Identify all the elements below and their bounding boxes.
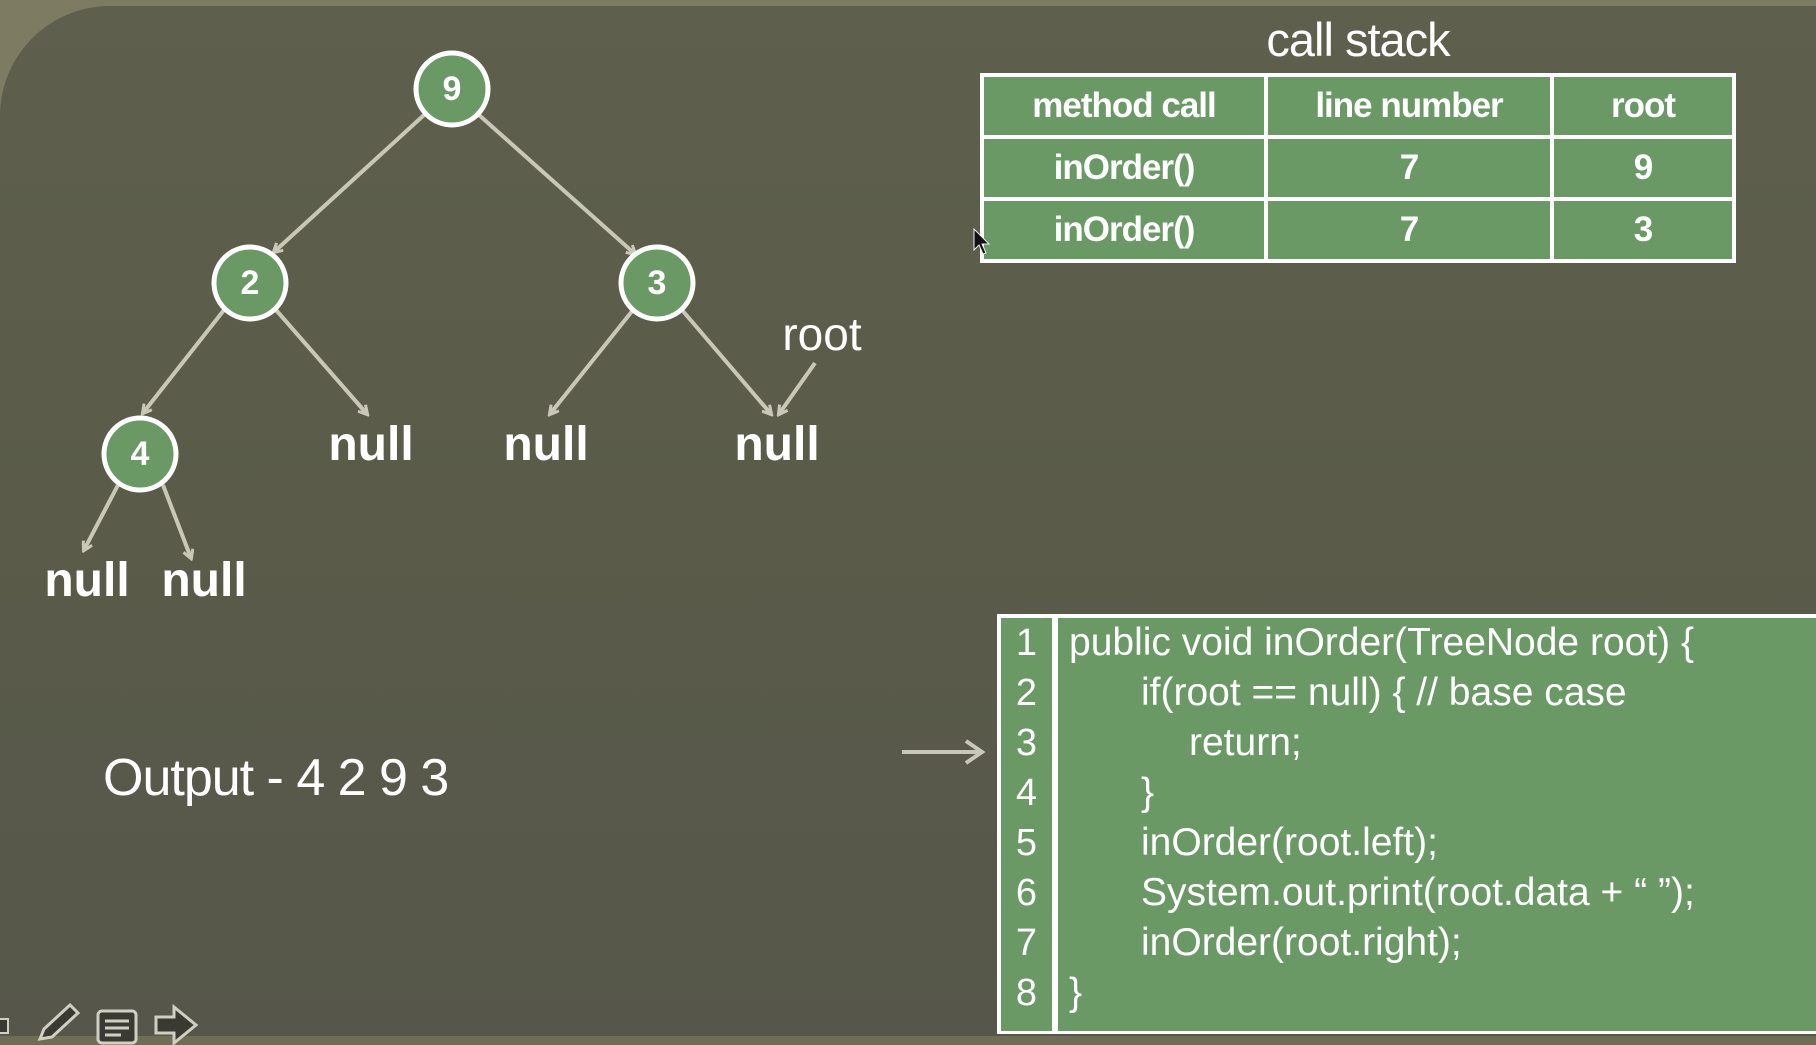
null-label: null	[44, 554, 129, 607]
output-text: Output - 4 2 9 3	[103, 749, 449, 807]
edge-9-3	[477, 113, 635, 254]
tree-node-4: 4	[101, 415, 179, 493]
current-line-arrow-icon	[902, 739, 986, 765]
code-line: }	[1069, 971, 1083, 1014]
code-line: public void inOrder(TreeNode root) {	[1069, 621, 1695, 664]
header-line-number: line number	[1268, 77, 1550, 135]
cell-root: 9	[1554, 139, 1732, 197]
node-label: 9	[443, 70, 462, 108]
edge-3-null-right	[680, 308, 771, 414]
table-row: inOrder() 7 3	[984, 201, 1732, 259]
code-line: return;	[1189, 721, 1302, 764]
edge-4-null-left	[84, 484, 120, 550]
edge-2-4	[143, 308, 226, 413]
code-line: if(root == null) { // base case	[1141, 671, 1627, 714]
node-label: 4	[131, 435, 150, 473]
root-pointer-arrow	[779, 361, 817, 414]
slide-toolbar	[0, 1003, 210, 1045]
root-pointer-label: root	[782, 308, 861, 360]
cell-method-call: inOrder()	[984, 201, 1264, 259]
call-stack-table: method call line number root inOrder() 7…	[980, 73, 1736, 263]
header-root: root	[1554, 77, 1732, 135]
edge-4-null-right	[161, 484, 191, 558]
cell-method-call: inOrder()	[984, 139, 1264, 197]
code-line: inOrder(root.left);	[1141, 821, 1438, 864]
line-number: 4	[1015, 772, 1038, 814]
line-number: 1	[1015, 622, 1038, 664]
line-number: 2	[1015, 672, 1038, 714]
notes-icon[interactable]	[96, 1003, 140, 1045]
null-label: null	[734, 418, 819, 471]
code-area: public void inOrder(TreeNode root) { if(…	[1058, 618, 1816, 1031]
null-label: null	[328, 418, 413, 471]
null-label: null	[503, 418, 588, 471]
edge-2-null	[274, 308, 367, 414]
mouse-cursor-icon	[973, 228, 991, 255]
code-panel: 1 2 3 4 5 6 7 8 public void inOrder(Tree…	[997, 614, 1816, 1034]
code-line: }	[1141, 771, 1155, 814]
table-row: inOrder() 7 9	[984, 139, 1732, 197]
cell-root: 3	[1554, 201, 1732, 259]
header-method-call: method call	[984, 77, 1264, 135]
line-number: 8	[1015, 972, 1038, 1014]
null-label: null	[161, 554, 246, 607]
call-stack-title: call stack	[1266, 13, 1450, 66]
code-line: inOrder(root.right);	[1141, 921, 1462, 964]
edge-9-2	[274, 113, 426, 252]
code-line: System.out.print(root.data + “ ”);	[1141, 871, 1695, 914]
node-label: 2	[241, 264, 260, 302]
line-number-gutter: 1 2 3 4 5 6 7 8	[1001, 618, 1052, 1031]
bottom-strip	[0, 1036, 1816, 1045]
table-header-row: method call line number root	[984, 77, 1732, 135]
line-number: 7	[1015, 922, 1038, 964]
line-number: 5	[1015, 822, 1038, 864]
tree-node-9: 9	[413, 50, 491, 128]
pointer-icon[interactable]	[0, 1003, 16, 1045]
cell-line-number: 7	[1268, 201, 1550, 259]
tree-node-2: 2	[211, 244, 289, 322]
line-number: 3	[1015, 722, 1038, 764]
node-label: 3	[648, 264, 667, 302]
cell-line-number: 7	[1268, 139, 1550, 197]
line-number: 6	[1015, 872, 1038, 914]
tree-edges	[84, 113, 817, 558]
tree-node-3: 3	[618, 244, 696, 322]
pen-icon[interactable]	[34, 1003, 84, 1045]
next-arrow-icon[interactable]	[152, 1003, 202, 1045]
edge-3-null-left	[550, 308, 635, 414]
